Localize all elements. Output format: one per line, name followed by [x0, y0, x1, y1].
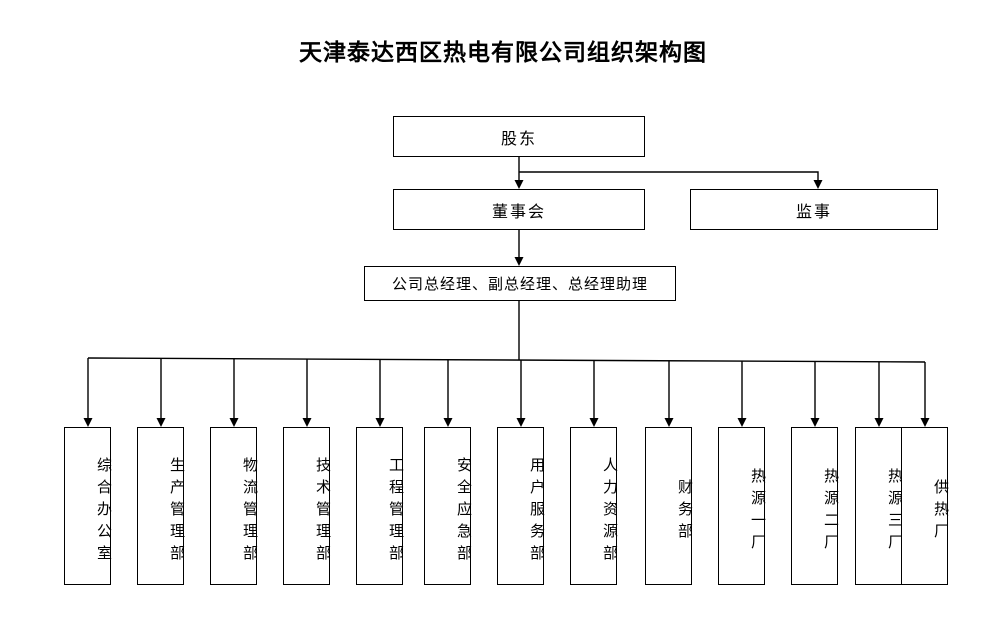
node-board-of-directors[interactable]: 董事会 [393, 189, 645, 230]
node-logistics-management-dept[interactable]: 物流管理部 [210, 427, 257, 585]
node-finance-dept[interactable]: 财务部 [645, 427, 692, 585]
node-engineering-management-dept[interactable]: 工程管理部 [356, 427, 403, 585]
node-technology-management-dept[interactable]: 技术管理部 [283, 427, 330, 585]
node-heat-supply-plant[interactable]: 供热厂 [901, 427, 948, 585]
edge-shareholders-to-supervisor [519, 171, 823, 189]
node-heat-source-plant-2[interactable]: 热源二厂 [791, 427, 838, 585]
edge-bus-to-departments [83, 358, 930, 427]
node-shareholders[interactable]: 股东 [393, 116, 645, 157]
node-general-office[interactable]: 综合办公室 [64, 427, 111, 585]
node-production-management-dept[interactable]: 生产管理部 [137, 427, 184, 585]
edge-management-to-bus [87, 301, 926, 363]
node-safety-emergency-dept[interactable]: 安全应急部 [424, 427, 471, 585]
node-human-resources-dept[interactable]: 人力资源部 [570, 427, 617, 585]
node-heat-source-plant-1[interactable]: 热源一厂 [718, 427, 765, 585]
node-general-management[interactable]: 公司总经理、副总经理、总经理助理 [364, 266, 676, 301]
node-supervisor[interactable]: 监事 [690, 189, 938, 230]
page-title: 天津泰达西区热电有限公司组织架构图 [299, 40, 707, 65]
node-customer-service-dept[interactable]: 用户服务部 [497, 427, 544, 585]
node-heat-source-plant-3[interactable]: 热源三厂 [855, 427, 902, 585]
